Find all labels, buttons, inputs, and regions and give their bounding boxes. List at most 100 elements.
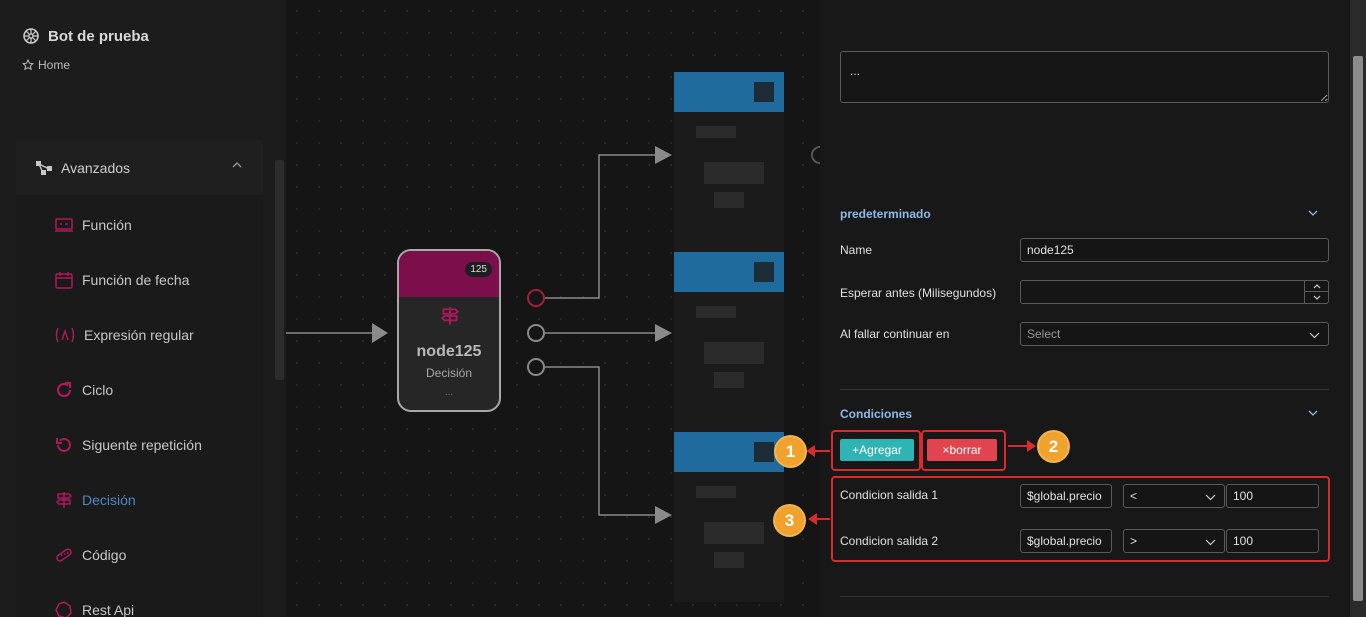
scrollbar-thumb[interactable] xyxy=(1353,56,1363,601)
name-value: node125 xyxy=(1027,243,1074,257)
wait-label: Esperar antes (Milisegundos) xyxy=(840,286,997,300)
condition-value-input[interactable]: 100 xyxy=(1226,484,1319,508)
signpost-icon xyxy=(441,307,459,325)
decision-node[interactable]: 125 node125 Decisión ... xyxy=(397,249,501,412)
connections xyxy=(286,146,820,524)
divider xyxy=(840,389,1329,390)
api-icon xyxy=(55,601,72,617)
connection-out-1 xyxy=(545,154,658,299)
target-node-1[interactable] xyxy=(674,72,784,260)
callout-add xyxy=(831,430,921,471)
chevron-down-icon xyxy=(1205,539,1216,546)
arrowhead-out-1 xyxy=(655,146,672,164)
fail-select[interactable]: Select xyxy=(1020,322,1329,346)
add-condition-button[interactable]: +Agregar xyxy=(840,439,914,461)
condition-value: 100 xyxy=(1233,534,1254,548)
target-node-3[interactable] xyxy=(674,432,784,602)
chevron-down-icon[interactable] xyxy=(1307,207,1319,219)
node-header: 125 xyxy=(399,251,499,297)
output-port-2 xyxy=(527,324,545,342)
chevron-up-icon[interactable] xyxy=(231,159,243,171)
target-node-header xyxy=(674,72,784,112)
name-input[interactable]: node125 xyxy=(1020,238,1329,262)
chevron-down-icon xyxy=(1313,295,1320,300)
properties-panel: predeterminado Name node125 Esperar ante… xyxy=(820,0,1350,617)
chevron-up-icon xyxy=(1313,284,1320,289)
annotation-badge-1: 1 xyxy=(774,435,807,468)
node-menu: Avanzados Función Función de fecha Expre… xyxy=(16,140,263,617)
section-condiciones[interactable]: Condiciones xyxy=(840,407,913,421)
loop-icon xyxy=(56,381,72,398)
sidebar: Bot de prueba Home Avanzados Función Fun… xyxy=(0,0,286,617)
node-ellipsis: ... xyxy=(444,387,454,398)
breadcrumb-home[interactable]: Home xyxy=(38,58,71,72)
node-type: Decisión xyxy=(425,366,473,380)
sidebar-item-rest-api[interactable]: Rest Api xyxy=(16,590,263,617)
condition-variable-input[interactable]: $global.precio xyxy=(1020,529,1112,553)
chevron-down-icon xyxy=(1205,494,1216,501)
star-icon xyxy=(22,59,34,71)
condition-label: Condicion salida 1 xyxy=(840,488,939,502)
chevron-down-icon xyxy=(1309,332,1320,339)
callout-conditions xyxy=(831,476,1330,562)
sidebar-item-codigo[interactable]: Código xyxy=(16,535,263,575)
menu-group-label: Avanzados xyxy=(61,159,131,176)
condition-label: Condicion salida 2 xyxy=(840,534,939,548)
delete-condition-button[interactable]: ×borrar xyxy=(927,439,997,461)
output-port-3 xyxy=(527,358,545,376)
app-title-text: Bot de prueba xyxy=(48,27,149,45)
condition-operator: > xyxy=(1130,534,1138,548)
calendar-icon xyxy=(55,272,73,289)
target-node-header xyxy=(674,432,784,472)
panel-scrollbar[interactable] xyxy=(1350,0,1366,617)
wait-number-input[interactable] xyxy=(1020,280,1329,304)
sidebar-scrollbar[interactable] xyxy=(275,160,284,380)
wait-stepper[interactable] xyxy=(1304,281,1328,303)
sidebar-item-siguiente-repeticion[interactable]: Siguente repetición xyxy=(16,425,263,465)
sidebar-item-decision[interactable]: Decisión xyxy=(16,480,263,520)
section-predeterminado[interactable]: predeterminado xyxy=(840,207,931,221)
annotation-badge-2: 2 xyxy=(1037,430,1070,463)
condition-value: 100 xyxy=(1233,489,1254,503)
sidebar-item-ciclo[interactable]: Ciclo xyxy=(16,370,263,410)
sidebar-item-label: Código xyxy=(82,547,127,563)
arrowhead-out-3 xyxy=(655,506,672,524)
helm-icon xyxy=(23,28,39,44)
output-port-1 xyxy=(527,289,545,307)
target-node-body xyxy=(674,472,784,602)
fail-select-value: Select xyxy=(1027,327,1061,341)
stepper-down[interactable] xyxy=(1305,292,1328,303)
stepper-up[interactable] xyxy=(1305,281,1328,292)
condition-operator-select[interactable]: > xyxy=(1123,529,1225,553)
condition-variable-input[interactable]: $global.precio xyxy=(1020,484,1112,508)
target-node-header xyxy=(674,252,784,292)
target-node-body xyxy=(674,292,784,432)
target-node-2[interactable] xyxy=(674,252,784,432)
sidebar-item-label: Función xyxy=(82,217,132,233)
arrowhead-in xyxy=(372,323,388,343)
sidebar-item-label: Rest Api xyxy=(82,602,135,617)
divider xyxy=(840,596,1329,597)
menu-group-avanzados[interactable]: Avanzados xyxy=(16,140,263,195)
arrowhead-out-2 xyxy=(655,324,672,342)
condition-operator: < xyxy=(1130,489,1138,503)
regex-icon xyxy=(55,327,75,343)
condition-variable: $global.precio xyxy=(1027,534,1102,548)
flow-canvas[interactable]: 125 node125 Decisión ... xyxy=(286,0,820,617)
annotation-badge-3: 3 xyxy=(773,504,806,537)
condition-operator-select[interactable]: < xyxy=(1123,484,1225,508)
sidebar-item-label: Expresión regular xyxy=(84,327,194,343)
sidebar-item-expresion-regular[interactable]: Expresión regular xyxy=(16,315,263,355)
sidebar-item-label: Ciclo xyxy=(82,382,114,398)
breadcrumb[interactable]: Home xyxy=(22,58,70,72)
fail-label: Al fallar continuar en xyxy=(840,327,950,341)
sidebar-item-funcion[interactable]: Función xyxy=(16,205,263,245)
description-textarea[interactable] xyxy=(840,51,1329,103)
sidebar-item-funcion-fecha[interactable]: Función de fecha xyxy=(16,260,263,300)
chevron-down-icon[interactable] xyxy=(1307,407,1319,419)
signpost-icon xyxy=(55,492,73,508)
node-name: node125 xyxy=(416,343,482,360)
condition-value-input[interactable]: 100 xyxy=(1226,529,1319,553)
name-label: Name xyxy=(840,243,873,257)
sidebar-item-label: Función de fecha xyxy=(82,272,190,288)
